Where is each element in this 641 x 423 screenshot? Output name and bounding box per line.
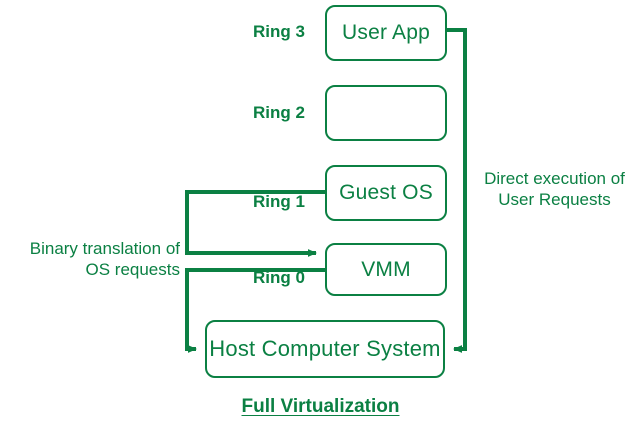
ring-label-2: Ring 2 xyxy=(253,103,305,122)
ring-label-3: Ring 3 xyxy=(253,22,305,41)
connector-vmm-to-host xyxy=(185,268,325,353)
connector-guestos-to-vmm xyxy=(185,190,325,257)
box-host-computer-system[interactable]: Host Computer System xyxy=(205,320,445,378)
annotation-binary-translation: Binary translation of OS requests xyxy=(8,238,180,280)
box-host-computer-system-label: Host Computer System xyxy=(209,336,441,361)
annotation-binary-translation-line2: OS requests xyxy=(85,260,181,279)
diagram-title: Full Virtualization xyxy=(241,396,400,417)
annotation-direct-execution-line2: User Requests xyxy=(498,190,611,209)
box-user-app-label: User App xyxy=(342,21,430,44)
ring-label-0: Ring 0 xyxy=(253,268,305,287)
box-guest-os[interactable]: Guest OS xyxy=(325,165,447,221)
box-vmm[interactable]: VMM xyxy=(325,243,447,296)
connector-userapp-to-host xyxy=(447,28,467,353)
box-vmm-label: VMM xyxy=(361,257,411,281)
box-ring2-empty[interactable] xyxy=(325,85,447,141)
annotation-direct-execution-line1: Direct execution of xyxy=(484,169,625,188)
box-guest-os-label: Guest OS xyxy=(339,181,433,204)
ring-label-1: Ring 1 xyxy=(253,192,305,211)
annotation-binary-translation-line1: Binary translation of xyxy=(29,239,180,258)
annotation-direct-execution: Direct execution of User Requests xyxy=(472,168,637,210)
box-user-app[interactable]: User App xyxy=(325,5,447,61)
